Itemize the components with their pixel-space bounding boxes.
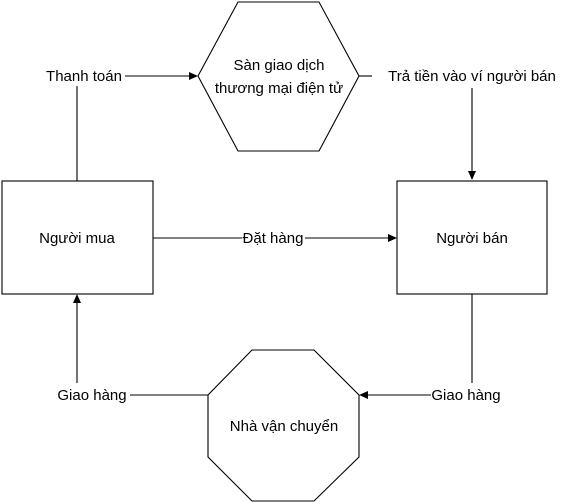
arrowhead-to-seller-left <box>388 234 397 242</box>
seller-node <box>396 180 548 295</box>
edge-label-carrier-delivers: Giao hàng <box>57 387 126 404</box>
marketplace-node <box>197 1 360 152</box>
edge-label-payment: Thanh toán <box>46 68 122 85</box>
marketplace-label-line1: Sàn giao dịch <box>234 57 325 74</box>
buyer-node <box>1 180 154 295</box>
carrier-node <box>207 349 360 502</box>
arrowhead-to-seller-top <box>468 171 476 180</box>
arrowhead-to-carrier <box>359 391 368 399</box>
edge-label-seller-ships: Giao hàng <box>431 387 500 404</box>
seller-label: Người bán <box>436 230 508 247</box>
marketplace-label-line2: thương mại điện tử <box>215 80 343 97</box>
carrier-label: Nhà vận chuyển <box>230 418 338 435</box>
edge-label-order: Đặt hàng <box>243 230 304 247</box>
arrowhead-to-marketplace <box>189 72 198 80</box>
arrowhead-to-buyer <box>73 294 81 303</box>
buyer-label: Người mua <box>39 230 115 247</box>
edge-label-pay-to-seller: Trả tiền vào ví người bán <box>388 68 556 85</box>
